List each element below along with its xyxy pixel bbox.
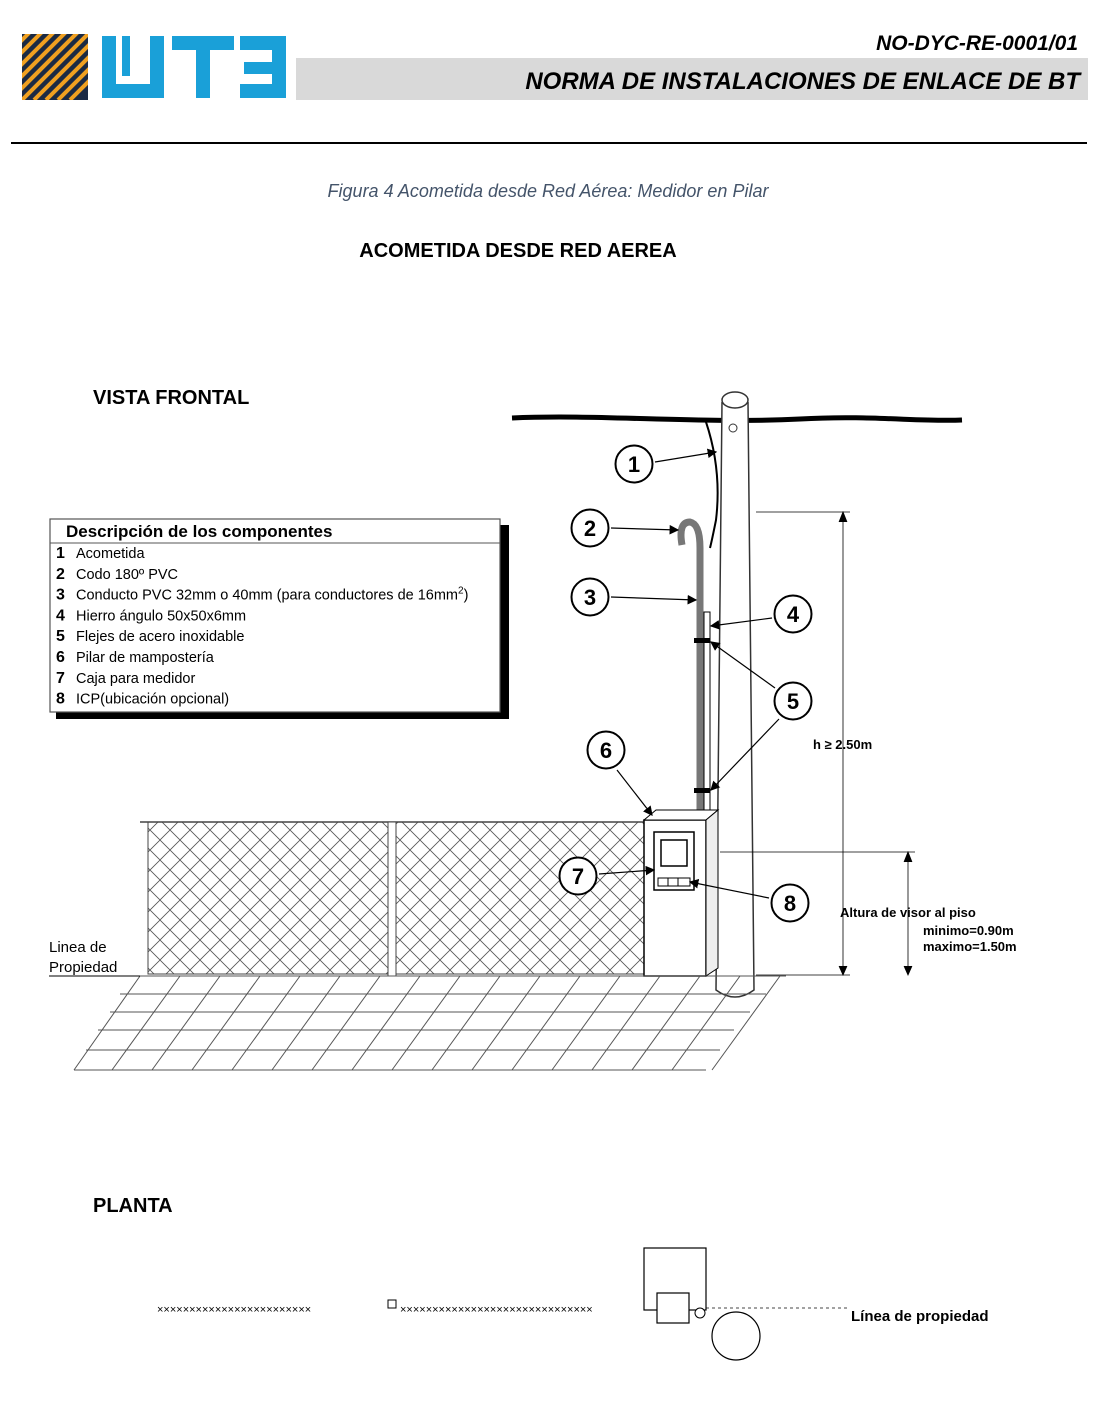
meter-box bbox=[653, 831, 695, 891]
callout-number: 4 bbox=[787, 602, 800, 627]
plan-fence-line: ×××××××××××××××××××××××××××××× bbox=[400, 1304, 593, 1316]
legend-item-number: 5 bbox=[56, 628, 65, 645]
plan-drawing: ×××××××××××××××××××××××× ×××××××××××××××… bbox=[157, 1247, 989, 1361]
aerial-network-cable bbox=[511, 414, 963, 423]
visor-max-label: maximo=1.50m bbox=[923, 939, 1017, 954]
legend-item-number: 6 bbox=[56, 649, 65, 666]
callout-leader bbox=[616, 769, 653, 816]
legend-item-text: Codo 180º PVC bbox=[76, 567, 178, 583]
plan-fence-post bbox=[387, 1299, 397, 1309]
callout-circle bbox=[586, 730, 626, 770]
legend-item-number: 1 bbox=[56, 545, 65, 562]
callout-number: 2 bbox=[584, 516, 596, 541]
callout-circle bbox=[773, 594, 813, 634]
drawing-title: ACOMETIDA DESDE RED AEREA bbox=[359, 240, 676, 262]
figure-caption: Figura 4 Acometida desde Red Aérea: Medi… bbox=[327, 181, 769, 201]
plan-view-label: PLANTA bbox=[93, 1195, 173, 1217]
callout-circle bbox=[570, 508, 610, 548]
legend-item-text: ICP(ubicación opcional) bbox=[76, 692, 229, 708]
document-title: NORMA DE INSTALACIONES DE ENLACE DE BT bbox=[525, 68, 1080, 95]
legend-item-text: Hierro ángulo 50x50x6mm bbox=[76, 608, 246, 624]
callout-leader bbox=[688, 878, 770, 899]
property-line-label: Linea de bbox=[49, 939, 107, 956]
steel-strap bbox=[694, 788, 710, 793]
legend-title: Descripción de los componentes bbox=[66, 522, 332, 541]
utility-pole bbox=[715, 391, 755, 998]
service-drop-wire bbox=[705, 421, 719, 549]
legend-item-number: 3 bbox=[56, 587, 65, 604]
document-code: NO-DYC-RE-0001/01 bbox=[876, 32, 1078, 55]
callout-circle bbox=[558, 856, 598, 896]
legend-item-text: Pilar de mampostería bbox=[76, 650, 215, 666]
callout-number: 3 bbox=[584, 585, 596, 610]
legend-item-text: Flejes de acero inoxidable bbox=[76, 629, 244, 645]
pvc-conduit bbox=[677, 518, 704, 880]
callout-number: 7 bbox=[572, 864, 584, 889]
height-dimension bbox=[720, 510, 915, 976]
callout-circle bbox=[770, 883, 810, 923]
callout-number: 1 bbox=[628, 452, 640, 477]
logo-stripes-icon bbox=[22, 34, 88, 100]
plan-meter-box bbox=[656, 1292, 690, 1324]
visor-height-label: Altura de visor al piso bbox=[840, 905, 976, 920]
plan-property-line-label: Línea de propiedad bbox=[851, 1308, 989, 1325]
legend-item-number: 2 bbox=[56, 566, 65, 583]
callout-circle bbox=[570, 577, 610, 617]
plan-fence-line: ×××××××××××××××××××××××× bbox=[157, 1304, 311, 1316]
ground-grid bbox=[73, 975, 786, 1071]
callout-leader bbox=[610, 524, 680, 535]
callout-number: 6 bbox=[600, 738, 612, 763]
callout-circle bbox=[773, 681, 813, 721]
legend-item-text: Caja para medidor bbox=[76, 671, 195, 687]
callout-leader bbox=[710, 641, 776, 689]
plan-conduit bbox=[694, 1307, 706, 1319]
callout-leader bbox=[654, 448, 718, 463]
logo-letter-t bbox=[172, 36, 234, 98]
legend-item-number: 7 bbox=[56, 670, 65, 687]
callout-leader bbox=[610, 594, 698, 605]
height-label: h ≥ 2.50m bbox=[813, 737, 872, 752]
callout-leader bbox=[709, 617, 773, 630]
plan-pole bbox=[711, 1311, 761, 1361]
property-line-label: Propiedad bbox=[49, 959, 117, 976]
steel-strap bbox=[694, 638, 710, 643]
front-view-label: VISTA FRONTAL bbox=[93, 387, 249, 409]
callout-leader bbox=[598, 865, 656, 876]
components-legend: Descripción de los componentes 1 Acometid… bbox=[49, 518, 509, 719]
property-fence bbox=[140, 821, 645, 977]
legend-item-number: 4 bbox=[56, 607, 65, 624]
callout-circle bbox=[614, 444, 654, 484]
callout-number: 5 bbox=[787, 689, 799, 714]
logo-letter-u bbox=[102, 36, 164, 98]
header-bar bbox=[296, 58, 1088, 100]
legend-item-text: Acometida bbox=[76, 546, 145, 562]
ute-logo bbox=[22, 34, 286, 100]
legend-item-text: Conducto PVC 32mm o 40mm (para conductor… bbox=[76, 586, 468, 604]
header-divider bbox=[11, 142, 1087, 144]
visor-min-label: minimo=0.90m bbox=[923, 923, 1014, 938]
callouts: 1 2 3 4 5 6 7 8 bbox=[558, 444, 813, 923]
callout-leader bbox=[710, 718, 780, 791]
legend-item-number: 8 bbox=[56, 691, 65, 708]
callout-number: 8 bbox=[784, 891, 796, 916]
logo-letter-e bbox=[240, 36, 286, 98]
